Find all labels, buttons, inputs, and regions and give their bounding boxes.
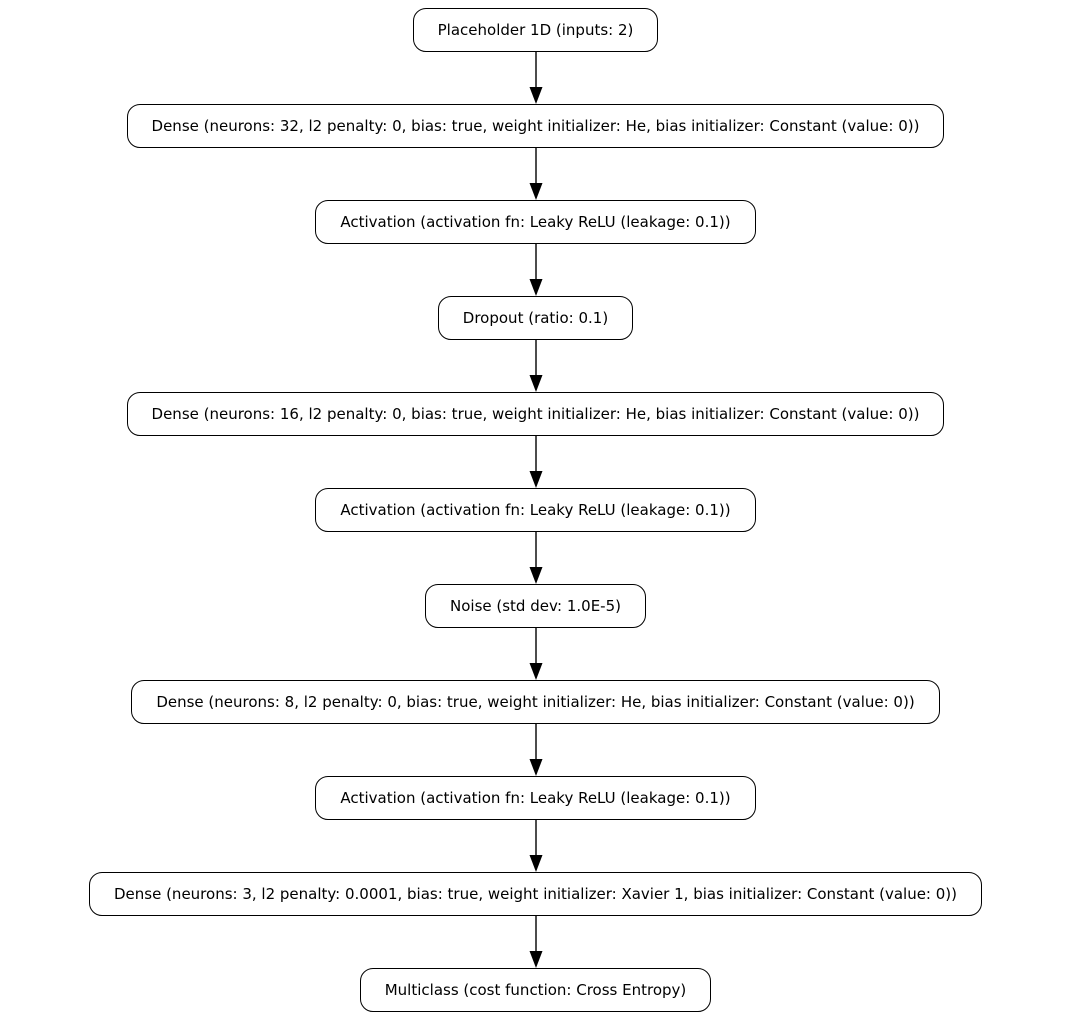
- node-activation-2: Activation (activation fn: Leaky ReLU (l…: [315, 488, 756, 532]
- flow-arrow-icon: [529, 148, 542, 200]
- node-multiclass: Multiclass (cost function: Cross Entropy…: [359, 968, 712, 1012]
- node-noise-1: Noise (std dev: 1.0E-5): [425, 584, 646, 628]
- flow-arrow-icon: [529, 52, 542, 104]
- flow-arrow-icon: [529, 244, 542, 296]
- node-activation-3: Activation (activation fn: Leaky ReLU (l…: [315, 776, 756, 820]
- flow-arrow-icon: [529, 340, 542, 392]
- flow-arrow-icon: [529, 436, 542, 488]
- flow-arrow-icon: [529, 724, 542, 776]
- node-dense-3: Dense (neurons: 8, l2 penalty: 0, bias: …: [131, 680, 940, 724]
- flow-arrow-icon: [529, 628, 542, 680]
- node-dense-4: Dense (neurons: 3, l2 penalty: 0.0001, b…: [88, 872, 983, 916]
- flow-arrow-icon: [529, 820, 542, 872]
- node-dense-1: Dense (neurons: 32, l2 penalty: 0, bias:…: [126, 104, 945, 148]
- node-dense-2: Dense (neurons: 16, l2 penalty: 0, bias:…: [126, 392, 945, 436]
- node-placeholder-1d: Placeholder 1D (inputs: 2): [412, 8, 659, 52]
- node-activation-1: Activation (activation fn: Leaky ReLU (l…: [315, 200, 756, 244]
- flow-arrow-icon: [529, 532, 542, 584]
- flow-arrow-icon: [529, 916, 542, 968]
- node-dropout-1: Dropout (ratio: 0.1): [437, 296, 634, 340]
